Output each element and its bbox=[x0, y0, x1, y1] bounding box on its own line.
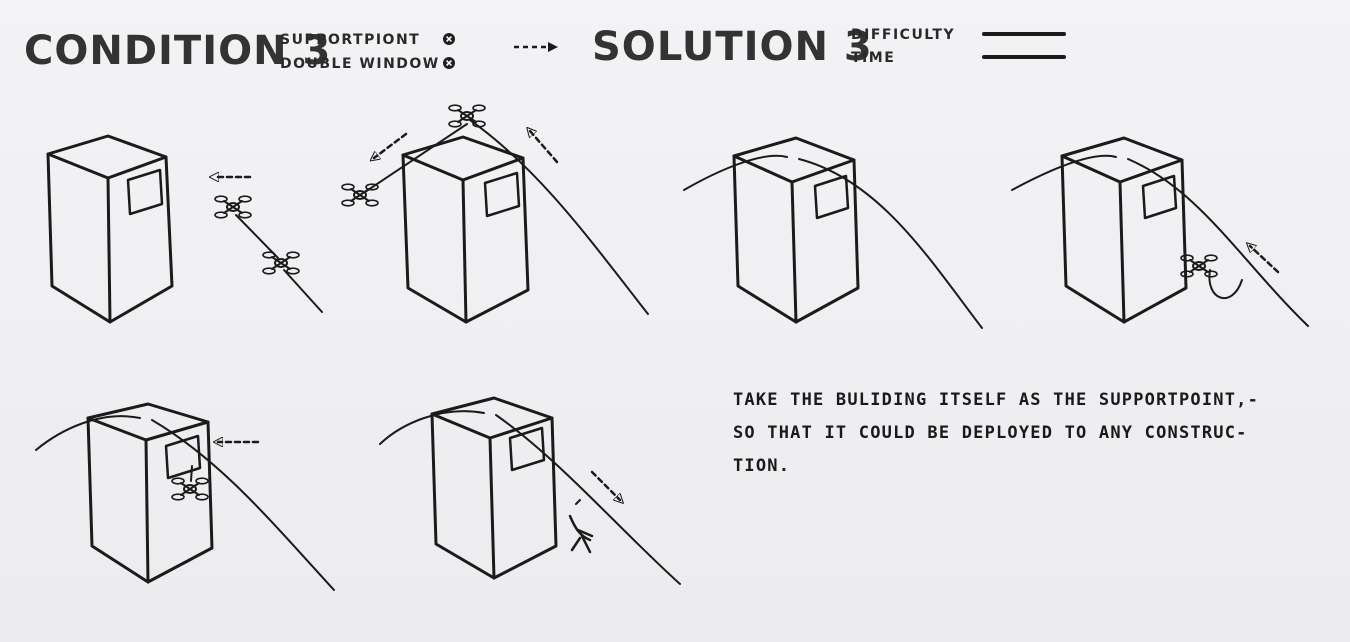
description-line: TAKE THE BULIDING ITSELF AS THE SUPPORTP… bbox=[733, 390, 1260, 410]
panel-1-sketch bbox=[46, 134, 323, 324]
description-line: SO THAT IT COULD BE DEPLOYED TO ANY CONS… bbox=[733, 423, 1248, 443]
solution-title: SOLUTION 3 bbox=[592, 24, 873, 70]
panel-3-sketch bbox=[683, 136, 983, 329]
condition-label-supportpoint: SUPPORTPIONT bbox=[280, 32, 421, 48]
solution-description: TAKE THE BULIDING ITSELF AS THE SUPPORTP… bbox=[733, 384, 1259, 483]
metric-bars bbox=[982, 32, 1066, 59]
x-circle-icon bbox=[443, 33, 455, 45]
panel-5-sketch bbox=[35, 402, 335, 591]
condition-label-double-window: DOUBLE WINDOW bbox=[280, 56, 440, 72]
metric-label-time: TIME bbox=[851, 50, 896, 66]
panel-2-sketch bbox=[341, 104, 649, 324]
panel-6-sketch bbox=[379, 396, 681, 585]
description-line: TION. bbox=[733, 456, 791, 476]
condition-title: CONDITION 3 bbox=[24, 28, 332, 74]
metric-label-difficulty: DIFFICULTY bbox=[851, 27, 956, 43]
panel-4-sketch bbox=[1011, 136, 1309, 327]
dashed-arrow-right-icon bbox=[514, 42, 558, 52]
x-circle-icon bbox=[443, 57, 455, 69]
